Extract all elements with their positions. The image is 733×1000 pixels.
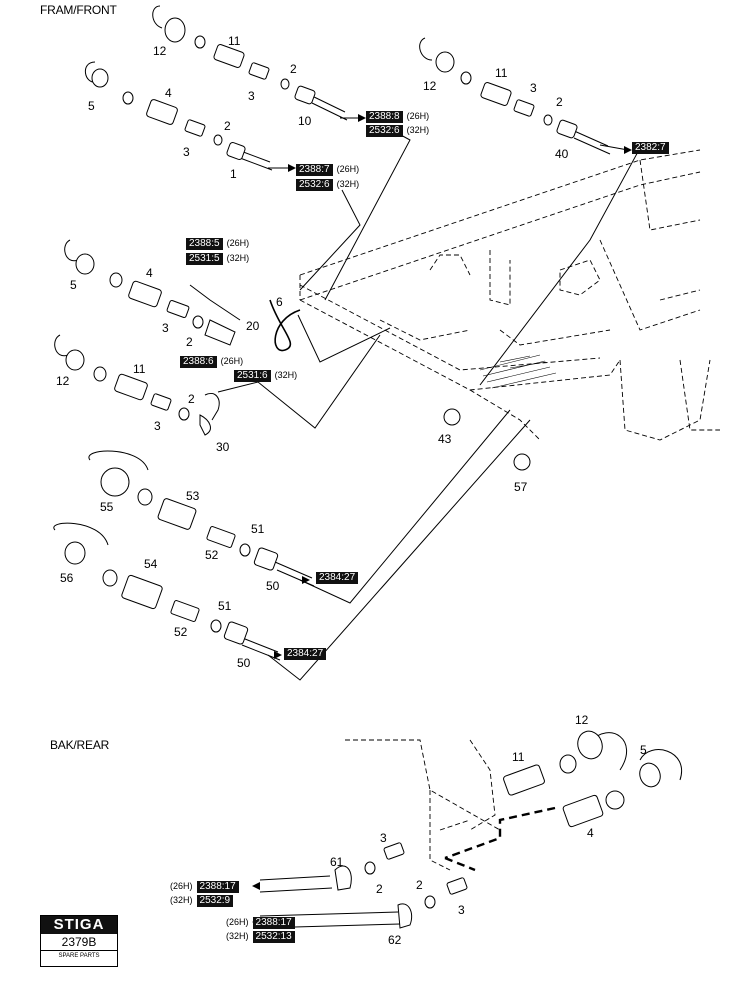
part-label: 3 <box>183 145 190 159</box>
part-label: 20 <box>246 319 260 333</box>
part-label: 56 <box>60 571 74 585</box>
part-label: 57 <box>514 480 528 494</box>
part-label: 5 <box>88 99 95 113</box>
part-label: 62 <box>388 933 402 947</box>
part-label: 53 <box>186 489 200 503</box>
reference-box: (26H)2388:17 <box>170 880 239 893</box>
part-label: 52 <box>174 625 188 639</box>
leader-lines <box>189 117 641 681</box>
part-label: 2 <box>376 882 383 896</box>
reference-box: 2531:6(32H) <box>234 369 297 382</box>
part-label: 52 <box>205 548 219 562</box>
stiga-logo-block: STIGA 2379B SPARE PARTS <box>40 915 118 967</box>
part-label: 12 <box>56 374 70 388</box>
part-label: 6 <box>276 295 283 309</box>
hoses <box>237 94 611 929</box>
part-label: 3 <box>380 831 387 845</box>
rear-frame-outline <box>345 739 501 871</box>
part-label: 4 <box>146 266 153 280</box>
part-label: 11 <box>228 34 241 48</box>
part-label: 3 <box>162 321 169 335</box>
reference-box: 2388:7(26H) <box>296 163 359 176</box>
reference-box: 2382:7 <box>632 142 669 154</box>
part-label: 4 <box>165 86 172 100</box>
part-label: 10 <box>298 114 312 128</box>
stiga-logo: STIGA <box>41 916 117 934</box>
reference-box: 2388:5(26H) <box>186 237 249 250</box>
part-label: 2 <box>186 335 193 349</box>
part-label: 12 <box>423 79 437 93</box>
part-label: 3 <box>248 89 255 103</box>
reference-box: 2531:5(32H) <box>186 252 249 265</box>
part-label: 11 <box>495 66 508 80</box>
part-label: 61 <box>330 855 344 869</box>
part-label: 2 <box>188 392 195 406</box>
part-label: 51 <box>218 599 232 613</box>
part-label: 30 <box>216 440 230 454</box>
spare-parts-label: SPARE PARTS <box>58 953 100 959</box>
part-label: 3 <box>154 419 161 433</box>
part-label: 51 <box>251 522 265 536</box>
frame-grille <box>479 354 557 389</box>
reference-box: 2532:6(32H) <box>296 178 359 191</box>
part-label: 40 <box>555 147 569 161</box>
part-label: 2 <box>556 95 563 109</box>
part-label: 50 <box>237 656 251 670</box>
reference-box: 2532:6(32H) <box>366 124 429 137</box>
reference-box: (26H)2388:17 <box>226 916 295 929</box>
reference-box: 2384:27 <box>284 648 327 660</box>
reference-box: 2384:27 <box>316 572 359 584</box>
reference-box: 2388:6(26H) <box>180 355 243 368</box>
part-label: 55 <box>100 500 114 514</box>
part-label: 2 <box>224 119 231 133</box>
part-label: 54 <box>144 557 158 571</box>
rear-leaders <box>444 806 556 872</box>
part-label: 5 <box>70 278 77 292</box>
part-label: 50 <box>266 579 280 593</box>
part-label: 11 <box>133 362 146 376</box>
part-label: 12 <box>575 713 589 727</box>
part-label: 4 <box>587 826 594 840</box>
part-label: 3 <box>458 903 465 917</box>
drawing-code: 2379B <box>41 934 117 951</box>
front-section-title: FRAM/FRONT <box>40 3 117 17</box>
part-label: 5 <box>640 743 647 757</box>
part-label: 2 <box>416 878 423 892</box>
part-label: 1 <box>230 167 237 181</box>
part-label: 2 <box>290 62 297 76</box>
part-label: 43 <box>438 432 452 446</box>
frame-outline <box>299 149 720 441</box>
part-label: 12 <box>153 44 167 58</box>
reference-box: (32H)2532:13 <box>226 930 295 943</box>
reference-box: 2388:8(26H) <box>366 110 429 123</box>
reference-box: (32H)2532:9 <box>170 894 234 907</box>
part-label: 3 <box>530 81 537 95</box>
part-label: 11 <box>512 750 525 764</box>
part-shapes <box>53 5 683 929</box>
rear-section-title: BAK/REAR <box>50 738 110 752</box>
